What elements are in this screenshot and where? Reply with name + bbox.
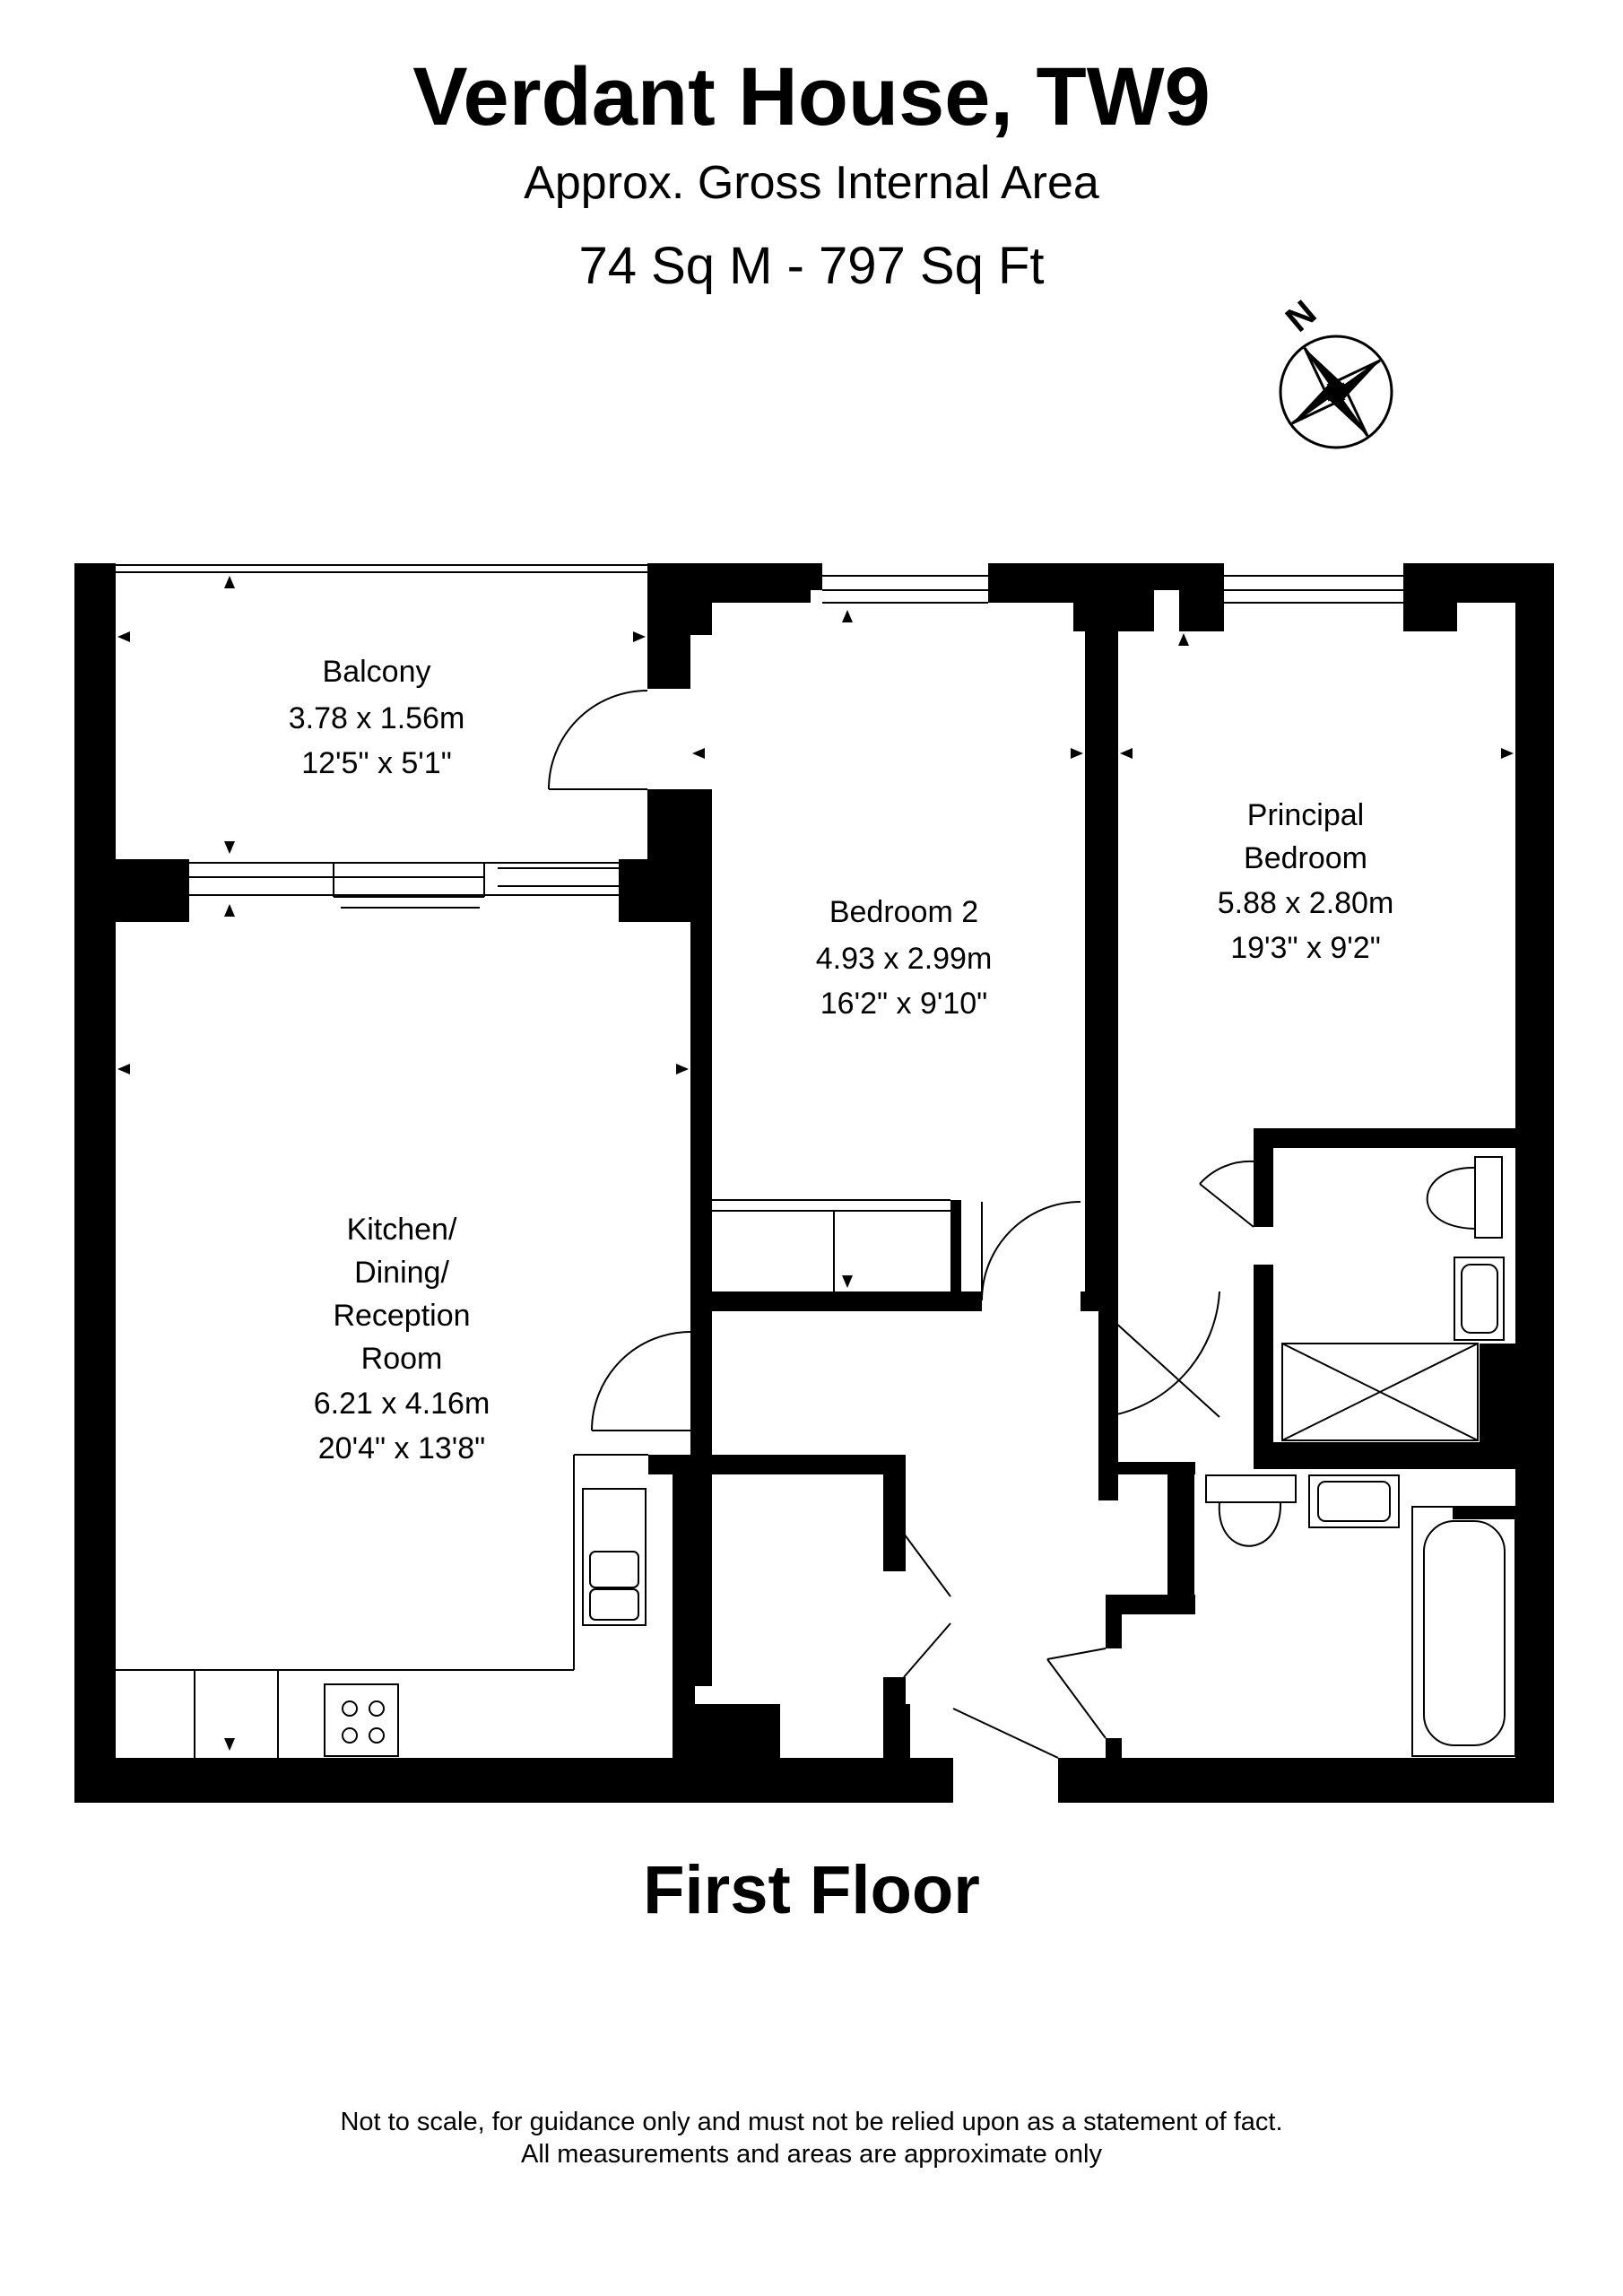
disclaimer-line2: All measurements and areas are approxima… [521, 2140, 1102, 2170]
kitchen-metric: 6.21 x 4.16m [314, 1387, 490, 1421]
disclaimer-line1: Not to scale, for guidance only and must… [340, 2108, 1283, 2136]
kitchen-name-line3: Reception [333, 1299, 470, 1333]
walls [74, 563, 1554, 1803]
bedroom2-metric: 4.93 x 2.99m [816, 942, 993, 976]
area-caption: Approx. Gross Internal Area [524, 157, 1099, 209]
compass-label: N [1279, 293, 1324, 340]
compass-icon: N [1279, 293, 1393, 449]
kitchen-imperial: 20'4" x 13'8" [318, 1431, 485, 1465]
balcony-metric: 3.78 x 1.56m [289, 701, 465, 735]
room-labels: Balcony 3.78 x 1.56m 12'5" x 5'1" Bedroo… [289, 655, 1394, 1465]
bedroom2-imperial: 16'2" x 9'10" [820, 987, 987, 1021]
measurement-arrows [117, 576, 1514, 1751]
balcony-imperial: 12'5" x 5'1" [301, 746, 452, 780]
kitchen-name-line4: Room [361, 1342, 443, 1376]
area-value: 74 Sq M - 797 Sq Ft [578, 237, 1045, 295]
principal-imperial: 19'3" x 9'2" [1230, 931, 1381, 965]
principal-metric: 5.88 x 2.80m [1218, 886, 1394, 920]
balcony-name: Balcony [323, 655, 431, 689]
windows-and-lines [116, 564, 1516, 1758]
kitchen-name-line1: Kitchen/ [347, 1213, 457, 1247]
page-title: Verdant House, TW9 [412, 51, 1211, 143]
floor-label: First Floor [643, 1852, 980, 1928]
door-swings [548, 690, 1254, 1759]
disclaimer: Not to scale, for guidance only and must… [0, 2106, 1623, 2171]
principal-name-line2: Bedroom [1244, 841, 1367, 875]
kitchen-name-line2: Dining/ [354, 1256, 449, 1290]
bedroom2-name: Bedroom 2 [829, 895, 978, 929]
principal-name-line1: Principal [1247, 798, 1364, 832]
